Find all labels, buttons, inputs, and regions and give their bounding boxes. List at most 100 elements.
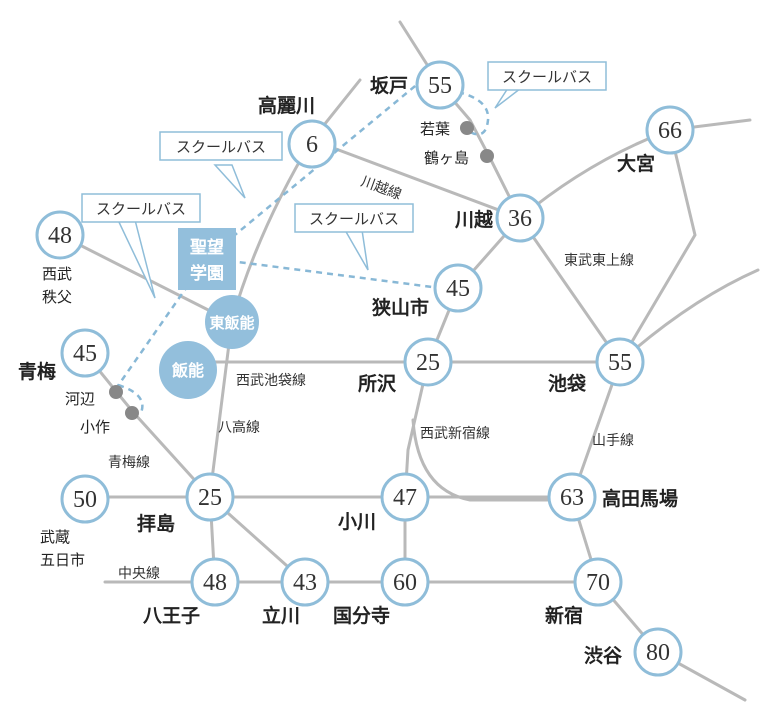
- station-shibuya: 渋谷: [584, 644, 623, 667]
- station-kokubunji: 国分寺: [333, 605, 390, 627]
- node-tokorozawa: 25: [403, 337, 453, 387]
- node-value: 36: [508, 206, 532, 232]
- callout-bus-chichibu: スクールバス: [81, 193, 201, 299]
- node-ome: 45: [60, 328, 110, 378]
- station-ome: 青梅: [18, 360, 56, 383]
- callout-bus-komagawa: スクールバス: [159, 131, 283, 199]
- node-value: 50: [73, 487, 97, 513]
- rail-omiya-ikebukuro: [618, 128, 697, 364]
- station-omiya: 大宮: [617, 152, 655, 175]
- node-value: 48: [48, 223, 72, 249]
- rail-kawagoe-line: [310, 138, 522, 220]
- station-tsurugashima: 鶴ヶ島: [424, 149, 469, 167]
- rail-ikebukuro-east: [618, 268, 760, 364]
- node-value: 70: [586, 570, 610, 596]
- line-tobu-tojo: 東武東上線: [564, 253, 634, 269]
- station-ozaku: 小作: [80, 418, 110, 436]
- dot-ozaku: [125, 406, 139, 420]
- callout-bus-sayama: スクールバス: [294, 203, 414, 271]
- hub-higashi-hanno: 東飯能: [205, 295, 259, 349]
- callout-label: スクールバス: [96, 200, 186, 218]
- station-sayamashi: 狭山市: [371, 296, 429, 319]
- station-chichibu: 秩父: [42, 288, 72, 306]
- station-ikebukuro: 池袋: [548, 372, 587, 395]
- hub-label-higashi-hanno: 東飯能: [209, 314, 254, 332]
- station-wakaba: 若葉: [420, 120, 450, 138]
- rail-sakado-kawagoe: [398, 20, 522, 220]
- line-seibu-ikebukuro: 西武池袋線: [236, 373, 306, 389]
- node-takadanobaba: 63: [547, 472, 597, 522]
- node-shibuya: 80: [633, 627, 683, 677]
- station-shinjuku: 新宿: [545, 604, 583, 627]
- line-ome: 青梅線: [108, 455, 150, 471]
- node-ikebukuro: 55: [595, 337, 645, 387]
- hub-circle-hanno: [159, 341, 217, 399]
- station-kogawa: 小川: [338, 511, 376, 533]
- node-musashi-itsukaichi: 50: [60, 474, 110, 524]
- school-line1: 聖望: [190, 237, 224, 258]
- bus-loop-wakaba: [457, 90, 490, 136]
- station-komagawa: 高麗川: [258, 94, 315, 117]
- node-value: 25: [198, 485, 222, 511]
- callout-bus-sakado: スクールバス: [487, 61, 607, 109]
- node-value: 63: [560, 485, 584, 511]
- line-kawagoe: 川越線: [359, 174, 404, 203]
- station-tachikawa: 立川: [262, 604, 300, 627]
- node-kokubunji: 60: [380, 557, 430, 607]
- node-value: 55: [608, 350, 632, 376]
- school-line2: 学園: [190, 263, 224, 284]
- dot-tsurugashima: [480, 149, 494, 163]
- line-hachiko: 八高線: [218, 419, 260, 436]
- node-tachikawa: 43: [280, 557, 330, 607]
- node-value: 60: [393, 570, 417, 596]
- callout-box: [81, 193, 201, 223]
- bus-loop-ozaku: [117, 383, 144, 416]
- callout-pointer: [213, 164, 246, 199]
- dot-kabe: [109, 385, 123, 399]
- callout-box: [159, 131, 283, 161]
- node-value: 45: [73, 341, 97, 367]
- node-value: 43: [293, 570, 317, 596]
- station-kabe: 河辺: [65, 390, 95, 408]
- node-value: 6: [306, 132, 318, 158]
- station-takadanobaba: 高田馬場: [602, 487, 678, 510]
- station-sakado: 坂戸: [370, 75, 408, 97]
- station-haijima: 拝島: [137, 512, 175, 535]
- bus-route-sakado: [206, 81, 421, 259]
- line-yamanote: 山手線: [592, 433, 634, 449]
- node-seibu-chichibu: 48: [35, 210, 85, 260]
- callout-box: [294, 203, 414, 233]
- station-kawagoe: 川越: [454, 208, 494, 231]
- school-box: [178, 228, 236, 290]
- line-chuo: 中央線: [118, 566, 160, 582]
- node-value: 45: [446, 276, 470, 302]
- bus-route-sayama: [206, 256, 441, 290]
- rail-tobu-tojo: [518, 216, 622, 364]
- node-value: 48: [203, 570, 227, 596]
- station-tokorozawa: 所沢: [358, 372, 397, 395]
- rail-yamanote: [570, 360, 660, 654]
- station-seibu: 西武: [42, 265, 72, 283]
- callout-pointer: [343, 229, 369, 271]
- node-sakado: 55: [415, 60, 465, 110]
- stop-dots: [109, 121, 494, 420]
- callout-label: スクールバス: [309, 210, 399, 228]
- hub-circle-higashi-hanno: [205, 295, 259, 349]
- station-itsukaichi: 五日市: [40, 551, 85, 569]
- node-shinjuku: 70: [573, 557, 623, 607]
- callout-label: スクールバス: [176, 138, 266, 156]
- hub-label-hanno: 飯能: [171, 361, 204, 380]
- station-musashi: 武蔵: [40, 528, 70, 546]
- node-sayamashi: 45: [433, 263, 483, 313]
- node-haijima: 25: [185, 472, 235, 522]
- node-omiya: 66: [645, 105, 695, 155]
- callout-pointer: [116, 219, 156, 299]
- hub-hanno: 飯能: [159, 341, 217, 399]
- line-seibu-shinjuku: 西武新宿線: [420, 425, 490, 442]
- station-hachioji: 八王子: [143, 605, 200, 627]
- node-kawagoe: 36: [495, 193, 545, 243]
- node-value: 25: [416, 350, 440, 376]
- rail-seibu-shinjuku: [411, 418, 574, 502]
- school-marker: 聖望 学園: [178, 228, 236, 290]
